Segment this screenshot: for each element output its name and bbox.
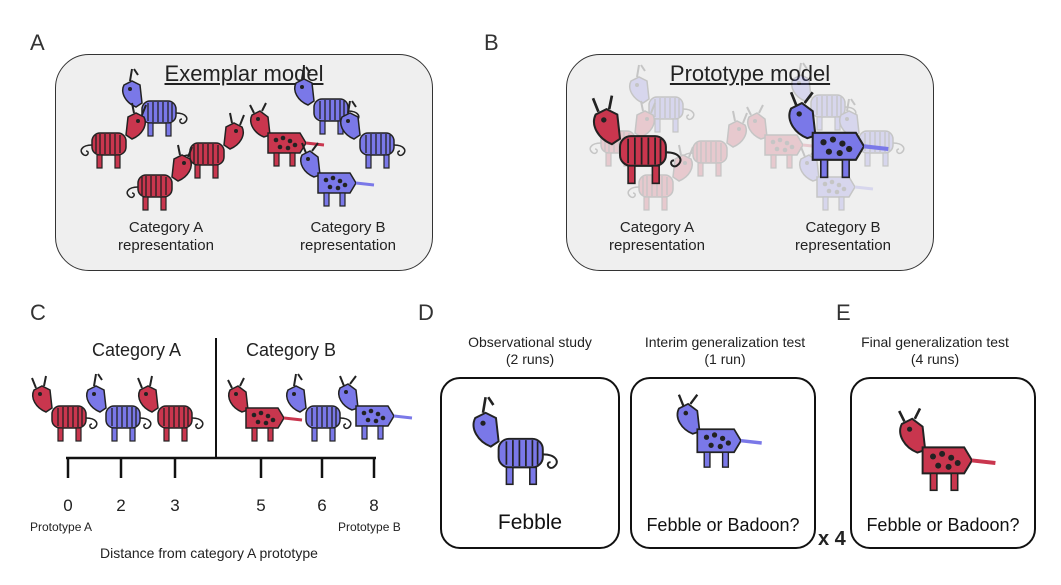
final-question: Febble or Badoon? <box>866 515 1020 535</box>
final-test-card: Febble or Badoon? <box>850 377 1036 549</box>
exemplar-cat-a-label: Category A representation <box>96 219 236 255</box>
axis-category-b-label: Category B <box>246 340 337 360</box>
interim-test-card: Febble or Badoon? <box>630 377 816 549</box>
panel-c-label: C <box>30 300 46 325</box>
distance-axis-title: Distance from category A prototype <box>100 545 318 561</box>
febble-label: Febble <box>497 511 563 534</box>
prototype-a-label: Prototype A <box>30 520 93 534</box>
prototype-cat-a-line1: Category A <box>619 219 695 236</box>
tick-label-6: 6 <box>317 496 327 515</box>
interim-line1: Interim generalization test <box>644 334 806 350</box>
observational-line2: (2 runs) <box>505 351 555 367</box>
observational-study-card: Febble <box>440 377 620 549</box>
prototype-cat-b-line1: Category B <box>805 219 881 236</box>
exemplar-cat-a-line1: Category A <box>128 219 204 236</box>
final-line1: Final generalization test <box>861 334 1009 350</box>
prototype-cat-a-label: Category A representation <box>587 219 727 255</box>
prototype-b-label: Prototype B <box>338 520 401 534</box>
tick-label-0: 0 <box>63 496 73 515</box>
observational-study-caption: Observational study (2 runs) <box>440 334 620 368</box>
prototype-cat-a-line2: representation <box>609 237 705 254</box>
tick-label-2: 2 <box>116 496 126 515</box>
exemplar-model-box: Exemplar model Category A representation… <box>55 54 433 271</box>
exemplar-cat-b-line2: representation <box>300 237 396 254</box>
panel-a-label: A <box>30 30 45 55</box>
observational-line1: Observational study <box>468 334 592 350</box>
interim-question: Febble or Badoon? <box>646 515 800 535</box>
prototype-cat-b-line2: representation <box>795 237 891 254</box>
panel-b-label: B <box>484 30 499 55</box>
tick-label-3: 3 <box>170 496 180 515</box>
exemplar-cat-a-line2: representation <box>118 237 214 254</box>
interim-test-caption: Interim generalization test (1 run) <box>620 334 830 368</box>
axis-category-a-label: Category A <box>92 340 182 360</box>
final-test-caption: Final generalization test (4 runs) <box>840 334 1030 368</box>
panel-e-label: E <box>836 300 851 325</box>
prototype-model-box: Prototype model Category A representatio… <box>566 54 934 271</box>
prototype-cat-b-label: Category B representation <box>773 219 913 255</box>
final-line2: (4 runs) <box>910 351 960 367</box>
exemplar-cat-b-line1: Category B <box>310 219 386 236</box>
repeat-x4-label: x 4 <box>818 528 846 550</box>
exemplar-cat-b-label: Category B representation <box>278 219 418 255</box>
tick-label-5: 5 <box>256 496 266 515</box>
tick-label-8: 8 <box>369 496 379 515</box>
panel-d-label: D <box>418 300 434 325</box>
interim-line2: (1 run) <box>704 351 746 367</box>
